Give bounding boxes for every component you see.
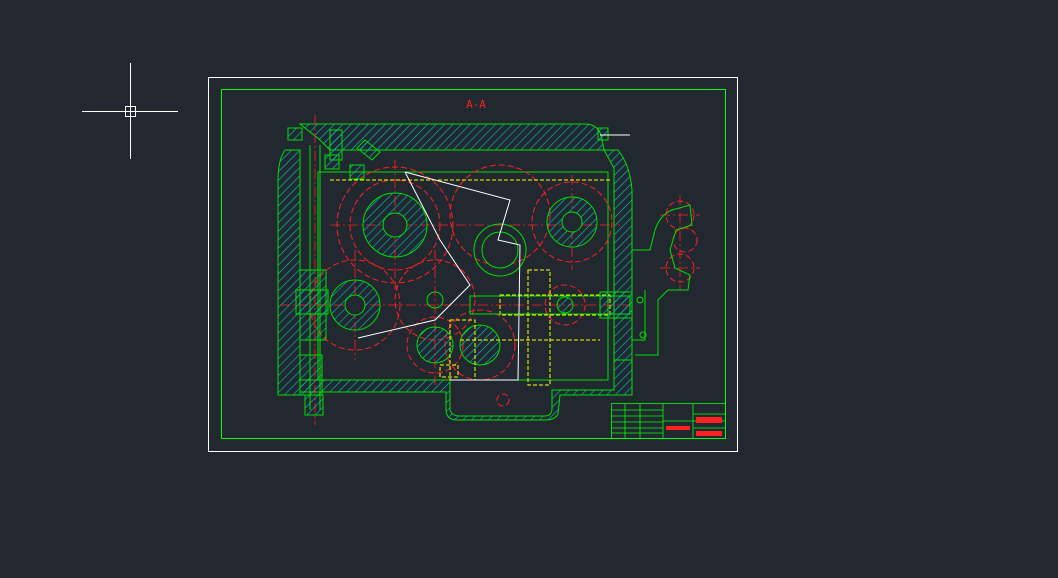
construction-lines xyxy=(357,134,630,381)
sheet-border xyxy=(208,77,738,452)
crosshair-icon xyxy=(82,63,178,159)
centerlines xyxy=(280,115,700,425)
title-block xyxy=(611,403,726,439)
gears xyxy=(329,192,598,366)
shift-linkage xyxy=(287,127,609,180)
section-label: A-A xyxy=(466,98,486,111)
main-shaft xyxy=(295,145,633,416)
drawing-frame xyxy=(221,89,726,439)
lever-bracket xyxy=(632,204,693,356)
